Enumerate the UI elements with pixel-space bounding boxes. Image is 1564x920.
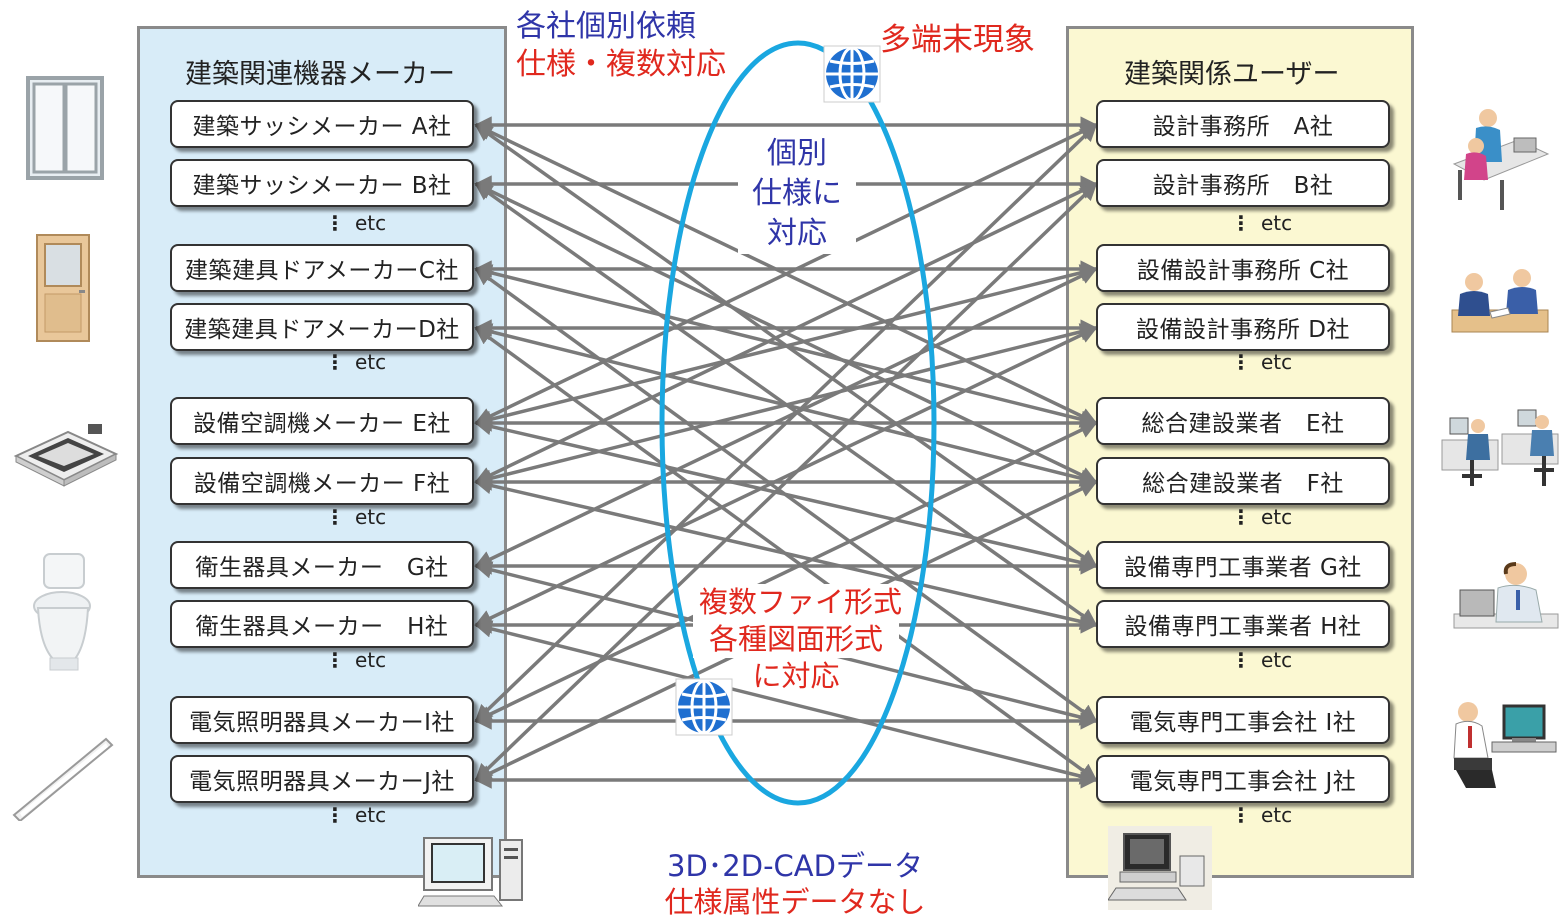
etc-marker: ⋮etc xyxy=(1231,211,1293,235)
file-format-label: 複数ファイ形式 各種図面形式 に対応 xyxy=(693,584,902,695)
cad-operator-icon xyxy=(1446,698,1558,798)
file-format-line3: に対応 xyxy=(752,659,840,693)
globe-icon xyxy=(674,677,734,741)
meeting-people-icon xyxy=(1450,266,1550,340)
user-node-j[interactable]: 電気専門工事会社 J社 xyxy=(1096,755,1390,803)
etc-label: etc xyxy=(1261,648,1293,672)
etc-label: etc xyxy=(1261,350,1293,374)
etc-marker: ⋮etc xyxy=(1231,350,1293,374)
file-format-line1: 複数ファイ形式 xyxy=(693,584,902,621)
custom-spec-label: 個別 仕様に 対応 xyxy=(738,134,856,254)
manufacturer-node-c[interactable]: 建築建具ドアメーカーC社 xyxy=(170,244,474,292)
ceiling-aircon-icon xyxy=(10,410,120,492)
etc-marker: ⋮etc xyxy=(325,803,387,827)
cad-data-line1: 3D･2D-CADデータ xyxy=(667,849,923,883)
user-panel-title: 建築関係ユーザー xyxy=(1124,59,1340,90)
etc-label: etc xyxy=(1261,211,1293,235)
manufacturer-node-e[interactable]: 設備空調機メーカー E社 xyxy=(170,397,474,445)
user-node-b[interactable]: 設計事務所 B社 xyxy=(1096,159,1390,207)
connection-arrow xyxy=(474,267,1098,568)
user-node-d[interactable]: 設備設計事務所 D社 xyxy=(1096,303,1390,351)
file-format-line2: 各種図面形式 xyxy=(693,621,899,658)
globe-icon xyxy=(822,44,882,108)
manufacturer-node-f[interactable]: 設備空調機メーカー F社 xyxy=(170,457,474,505)
cad-data-label: 3D･2D-CADデータ 仕様属性データなし xyxy=(640,848,950,920)
request-label: 各社個別依頼 仕様・複数対応 xyxy=(516,8,726,84)
user-node-g[interactable]: 設備専門工事業者 G社 xyxy=(1096,541,1390,589)
user-node-i[interactable]: 電気専門工事会社 I社 xyxy=(1096,696,1390,744)
etc-label: etc xyxy=(355,803,387,827)
manufacturer-node-j[interactable]: 電気照明器具メーカーJ社 xyxy=(170,755,474,803)
manufacturer-node-a[interactable]: 建築サッシメーカー A社 xyxy=(170,100,474,148)
manufacturer-node-b[interactable]: 建築サッシメーカー B社 xyxy=(170,159,474,207)
etc-label: etc xyxy=(355,648,387,672)
custom-spec-line2: 仕様に xyxy=(738,174,856,214)
user-node-e[interactable]: 総合建設業者 E社 xyxy=(1096,397,1390,445)
computer-user-icon xyxy=(1452,560,1560,640)
door-icon xyxy=(36,234,90,348)
etc-marker: ⋮etc xyxy=(325,350,387,374)
request-label-line2: 仕様・複数対応 xyxy=(516,47,726,82)
etc-marker: ⋮etc xyxy=(325,211,387,235)
custom-spec-line1: 個別 xyxy=(738,134,856,174)
desktop-computer-icon xyxy=(1107,826,1212,914)
custom-spec-line3: 対応 xyxy=(738,214,856,254)
desktop-computer-icon xyxy=(417,834,538,914)
fluorescent-light-icon xyxy=(10,735,114,825)
toilet-icon xyxy=(30,550,94,678)
multi-terminal-label: 多端末現象 xyxy=(880,22,1035,58)
connection-arrow xyxy=(474,326,1098,627)
etc-label: etc xyxy=(355,350,387,374)
etc-label: etc xyxy=(1261,803,1293,827)
etc-marker: ⋮etc xyxy=(325,505,387,529)
office-worker-icon xyxy=(1448,100,1552,218)
cad-data-line2: 仕様属性データなし xyxy=(664,885,926,919)
user-node-f[interactable]: 総合建設業者 F社 xyxy=(1096,457,1390,505)
manufacturer-node-g[interactable]: 衛生器具メーカー G社 xyxy=(170,541,474,589)
manufacturer-node-d[interactable]: 建築建具ドアメーカーD社 xyxy=(170,303,474,351)
user-node-c[interactable]: 設備設計事務所 C社 xyxy=(1096,244,1390,292)
manufacturer-node-h[interactable]: 衛生器具メーカー H社 xyxy=(170,600,474,648)
window-sash-icon xyxy=(26,76,106,186)
connection-arrow xyxy=(474,418,1098,571)
office-floor-icon xyxy=(1438,400,1562,496)
etc-marker: ⋮etc xyxy=(1231,803,1293,827)
central-ellipse xyxy=(659,40,937,806)
etc-marker: ⋮etc xyxy=(1231,505,1293,529)
manufacturer-node-i[interactable]: 電気照明器具メーカーI社 xyxy=(170,696,474,744)
etc-marker: ⋮etc xyxy=(1231,648,1293,672)
manufacturer-panel-title: 建築関連機器メーカー xyxy=(185,59,455,90)
user-node-h[interactable]: 設備専門工事業者 H社 xyxy=(1096,600,1390,648)
etc-label: etc xyxy=(355,211,387,235)
request-label-line1: 各社個別依頼 xyxy=(516,9,696,44)
etc-marker: ⋮etc xyxy=(325,648,387,672)
user-node-a[interactable]: 設計事務所 A社 xyxy=(1096,100,1390,148)
connection-arrows xyxy=(474,116,1098,789)
etc-label: etc xyxy=(1261,505,1293,529)
etc-label: etc xyxy=(355,505,387,529)
